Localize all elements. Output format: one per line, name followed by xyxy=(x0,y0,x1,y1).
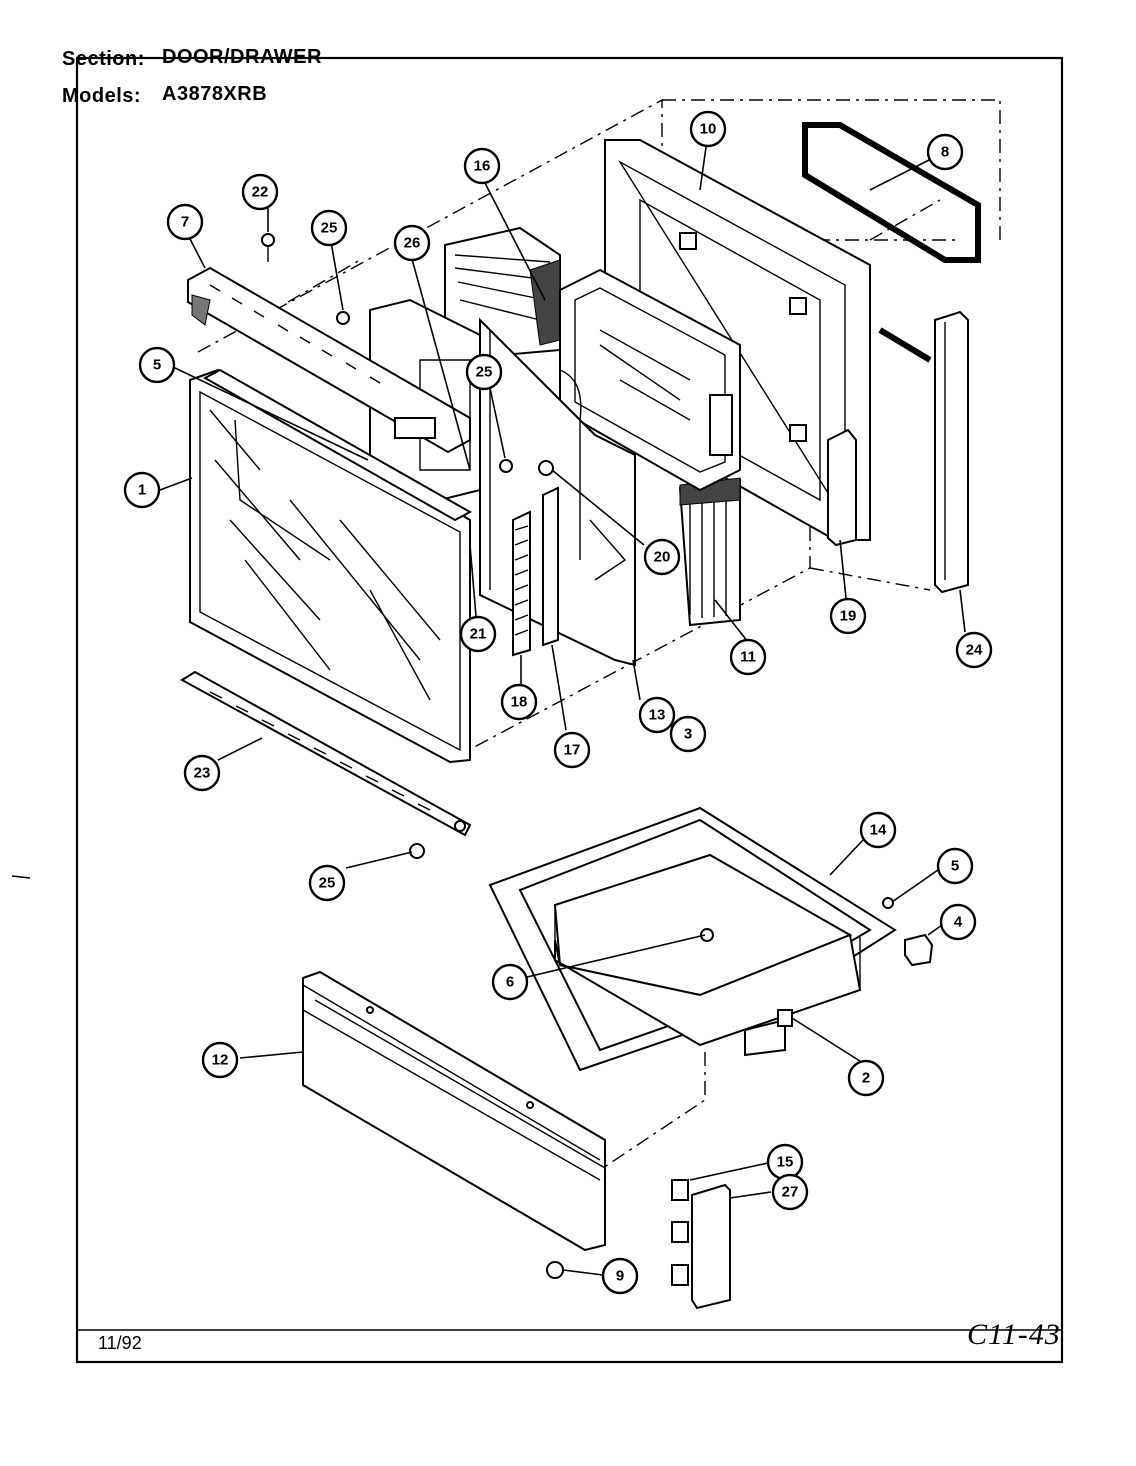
callout-17: 17 xyxy=(553,731,591,769)
page-frame xyxy=(75,56,1064,1364)
callout-1: 1 xyxy=(123,471,161,509)
callout-11: 11 xyxy=(729,638,767,676)
drawer-front xyxy=(302,970,606,1252)
callout-13: 13 xyxy=(638,696,676,734)
callout-4-label: 4 xyxy=(954,914,963,931)
assembly-guide-line xyxy=(287,259,361,303)
insulation-bottom xyxy=(678,477,741,627)
callout-17-label: 17 xyxy=(564,742,581,759)
callout-7-label: 7 xyxy=(181,214,189,231)
callout-14: 14 xyxy=(859,811,897,849)
callout-15: 15 xyxy=(766,1143,804,1181)
screw-5-drawer xyxy=(882,897,894,909)
callout-23-label: 23 xyxy=(194,765,211,782)
callout-12-label: 12 xyxy=(212,1052,229,1069)
callout-18: 18 xyxy=(500,683,538,721)
door-top-trim xyxy=(187,266,471,454)
callout-25-mid-label: 25 xyxy=(476,364,493,381)
callout-25-top-label: 25 xyxy=(321,220,338,237)
callout-8: 8 xyxy=(926,133,964,171)
callout-8-label: 8 xyxy=(941,144,949,161)
callout-6: 6 xyxy=(491,963,529,1001)
screw-25-mid xyxy=(499,459,513,473)
callout-2: 2 xyxy=(847,1059,885,1097)
callout-22: 22 xyxy=(241,173,279,211)
spacer-strip xyxy=(512,510,531,657)
callout-5-drawer-label: 5 xyxy=(951,858,959,875)
callout-24-label: 24 xyxy=(966,642,983,659)
hinge-bracket xyxy=(827,428,857,547)
callout-12: 12 xyxy=(201,1041,239,1079)
callout-25-top: 25 xyxy=(310,209,348,247)
drawer-clip xyxy=(904,933,934,967)
callout-19: 19 xyxy=(829,597,867,635)
callout-21-label: 21 xyxy=(470,626,487,643)
callout-3-label: 3 xyxy=(684,726,692,743)
drawer-glide-pads xyxy=(671,1179,689,1286)
callout-10-label: 10 xyxy=(700,121,717,138)
callout-21: 21 xyxy=(459,615,497,653)
callout-19-label: 19 xyxy=(840,608,857,625)
leader-lines xyxy=(159,139,966,1276)
door-side-trim xyxy=(934,310,969,594)
assembly-guide-line xyxy=(809,567,931,591)
screw-25-top xyxy=(336,311,350,325)
revision-date: 11/92 xyxy=(98,1333,142,1353)
callout-2-label: 2 xyxy=(862,1070,870,1087)
screw-20 xyxy=(538,460,554,476)
callout-10: 10 xyxy=(689,110,727,148)
callout-11-label: 11 xyxy=(740,649,756,666)
callout-27: 27 xyxy=(771,1173,809,1211)
callout-9-label: 9 xyxy=(616,1268,624,1285)
callout-5-door-label: 5 xyxy=(153,357,161,374)
callout-25-bottom: 25 xyxy=(308,864,346,902)
models-value: A3878XRB xyxy=(162,83,268,105)
glass-retainer xyxy=(542,486,559,647)
callout-26: 26 xyxy=(393,224,431,262)
screw-25-bottom xyxy=(409,843,425,859)
callout-5-drawer: 5 xyxy=(936,847,974,885)
callout-5-door: 5 xyxy=(138,346,176,384)
drawer-guide-line xyxy=(599,1052,706,1171)
drawer-body xyxy=(488,806,897,1072)
callout-26-label: 26 xyxy=(404,235,421,252)
callout-15-label: 15 xyxy=(777,1154,794,1171)
drawer-stop-9 xyxy=(546,1261,564,1279)
callout-13-label: 13 xyxy=(649,707,666,724)
callout-16-label: 16 xyxy=(474,158,491,175)
callout-14-label: 14 xyxy=(870,822,887,839)
callout-6-label: 6 xyxy=(506,974,514,991)
drawer-glide xyxy=(691,1183,731,1310)
callout-25-bottom-label: 25 xyxy=(319,875,336,892)
door-liner xyxy=(559,268,741,492)
door-gasket xyxy=(802,122,981,363)
callout-24: 24 xyxy=(955,631,993,669)
callout-9: 9 xyxy=(601,1257,639,1295)
callout-22-label: 22 xyxy=(252,184,269,201)
callout-3: 3 xyxy=(669,715,707,753)
callout-7: 7 xyxy=(166,203,204,241)
assembly-guide-line xyxy=(869,199,941,241)
page-code: C11-43 xyxy=(967,1318,1061,1351)
models-label: Models: xyxy=(62,85,142,107)
callout-20-label: 20 xyxy=(654,549,671,566)
door-bottom-trim xyxy=(180,670,472,837)
callout-27-label: 27 xyxy=(782,1184,799,1201)
callout-18-label: 18 xyxy=(511,694,528,711)
insulation-top xyxy=(444,226,561,362)
callout-25-mid: 25 xyxy=(465,353,503,391)
callout-16: 16 xyxy=(463,147,501,185)
screw-22 xyxy=(261,233,275,262)
callout-4: 4 xyxy=(939,903,977,941)
callout-23: 23 xyxy=(183,754,221,792)
callout-1-label: 1 xyxy=(138,482,146,499)
margin-mark xyxy=(11,875,31,879)
callout-20: 20 xyxy=(643,538,681,576)
